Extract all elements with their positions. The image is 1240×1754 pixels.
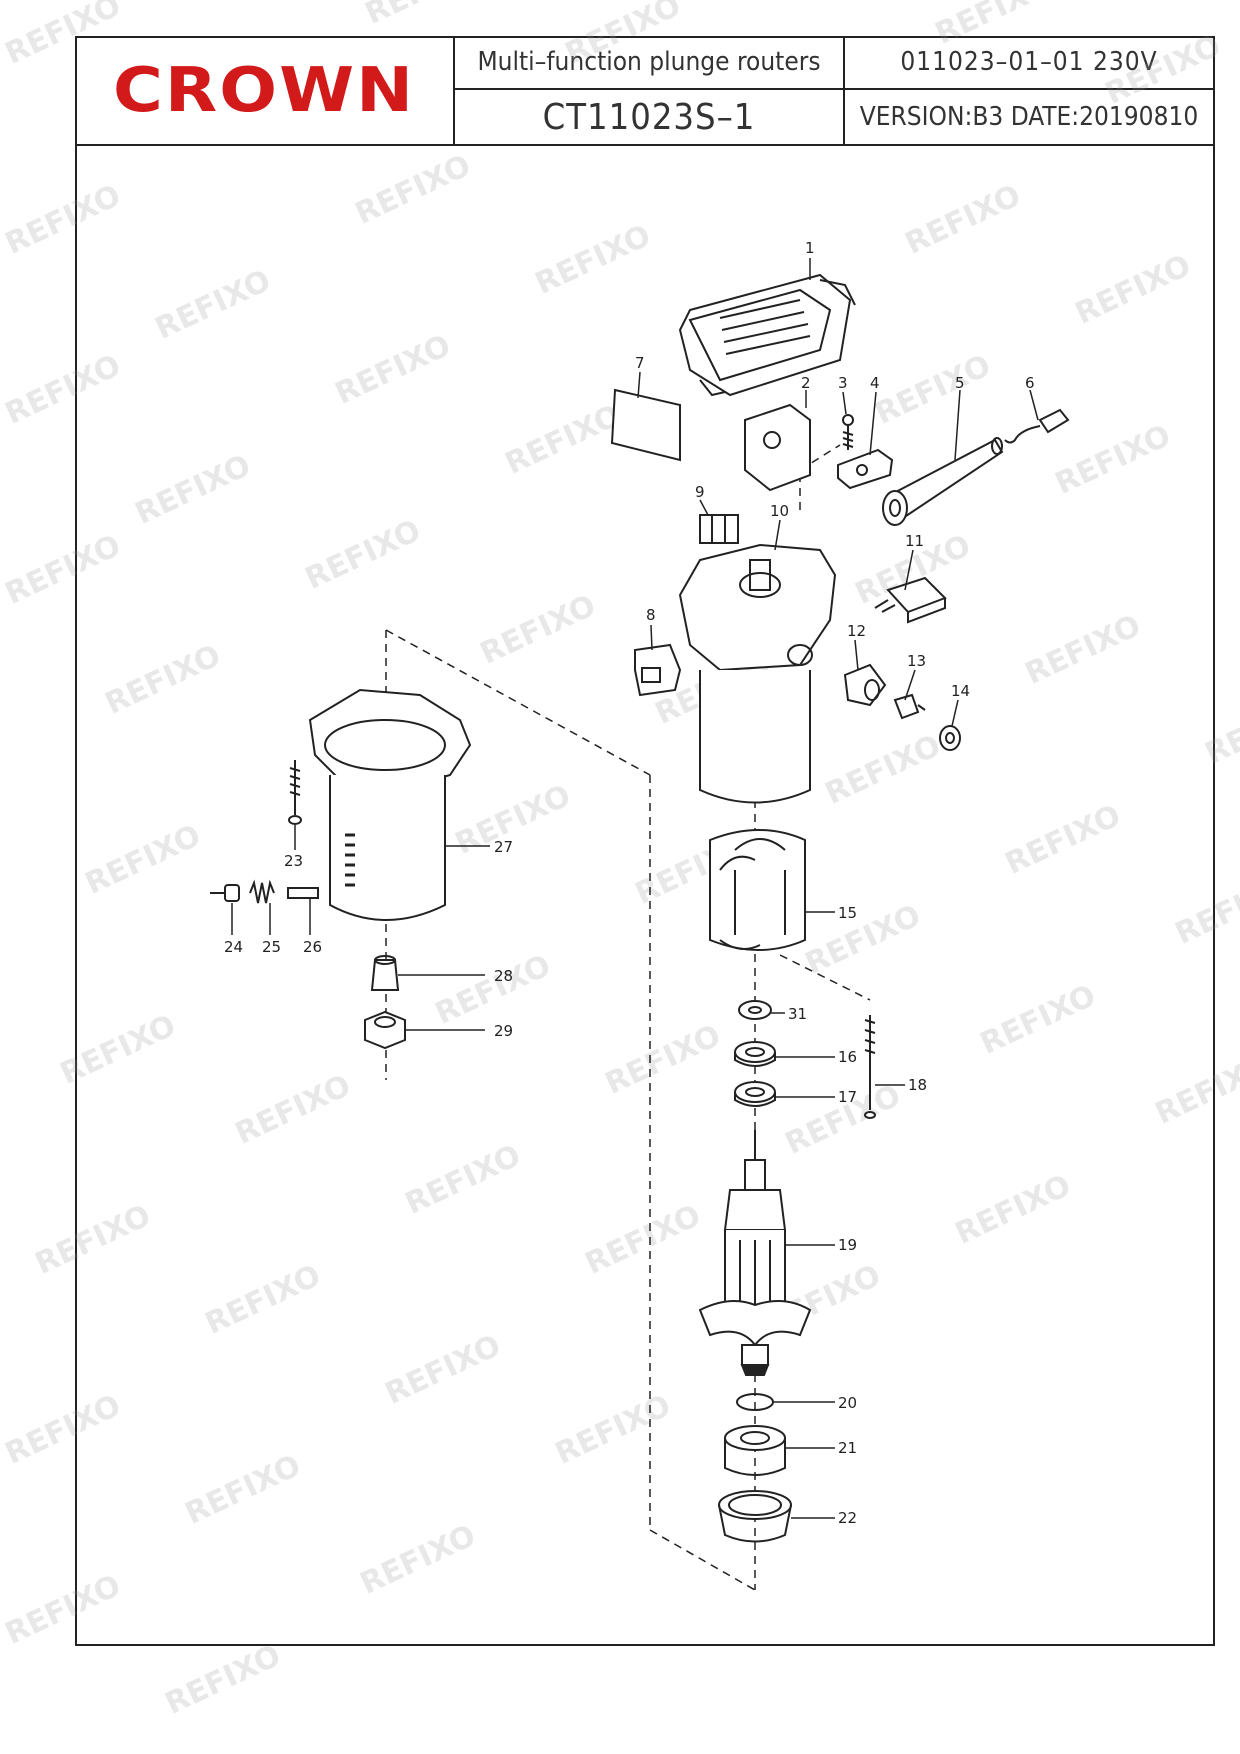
callout-28: 28 — [494, 967, 513, 985]
callout-31: 31 — [788, 1005, 807, 1023]
part-6-cable — [1004, 408, 1070, 444]
callout-9: 9 — [695, 483, 705, 501]
callout-26: 26 — [303, 938, 322, 956]
callout-18: 18 — [908, 1076, 927, 1094]
part-10-motor-housing — [678, 543, 837, 804]
part-1-motor-cover — [678, 273, 856, 397]
depth-scale — [345, 833, 355, 887]
version-date: VERSION:B3 DATE:20190810 — [859, 102, 1199, 132]
callout-19: 19 — [838, 1236, 857, 1254]
callout-7: 7 — [635, 354, 645, 372]
brand-logo: CROWN — [113, 54, 415, 126]
part-9-terminal-block — [699, 514, 739, 544]
part-4-clamp — [837, 448, 894, 490]
callout-11: 11 — [905, 532, 924, 550]
part-25-spring — [249, 879, 275, 904]
callout-labels: 1 2 3 4 5 6 7 8 9 10 11 12 13 14 15 16 1… — [224, 239, 1035, 1527]
callout-12: 12 — [847, 622, 866, 640]
part-22-bearing-cup — [718, 1490, 792, 1543]
callout-23: 23 — [284, 852, 303, 870]
callout-14: 14 — [951, 682, 970, 700]
part-28-collet — [370, 955, 400, 991]
part-23-screw — [288, 760, 302, 825]
part-29-nut — [364, 1010, 406, 1050]
part-18-screw — [864, 1015, 876, 1119]
callout-29: 29 — [494, 1022, 513, 1040]
callout-25: 25 — [262, 938, 281, 956]
brand-logo-cell: CROWN — [75, 36, 455, 144]
part-15-stator — [709, 829, 806, 951]
part-17-bearing — [734, 1081, 776, 1107]
part-24-knob — [210, 884, 240, 902]
title-block: CROWN Multi–function plunge routers CT11… — [75, 36, 1215, 146]
callout-4: 4 — [870, 374, 880, 392]
part-2-bracket — [744, 403, 811, 492]
callout-17: 17 — [838, 1088, 857, 1106]
part-12-brush-holder — [843, 663, 887, 707]
callout-15: 15 — [838, 904, 857, 922]
callout-24: 24 — [224, 938, 243, 956]
part-3-screw — [842, 414, 854, 450]
callout-13: 13 — [907, 652, 926, 670]
part-code: 011023–01–01 230V — [845, 36, 1213, 90]
callout-21: 21 — [838, 1439, 857, 1457]
callout-16: 16 — [838, 1048, 857, 1066]
part-8-switch — [634, 643, 682, 697]
callout-2: 2 — [801, 374, 811, 392]
part-27-base-housing — [308, 688, 472, 921]
part-13-carbon-brush — [893, 693, 926, 720]
part-26-pin — [287, 887, 319, 899]
part-7-label-plate — [610, 388, 681, 462]
part-21-bearing — [724, 1425, 786, 1476]
part-19-armature — [698, 1130, 812, 1376]
callout-27: 27 — [494, 838, 513, 856]
product-description: Multi–function plunge routers — [455, 36, 845, 90]
callout-8: 8 — [646, 606, 656, 624]
callout-22: 22 — [838, 1509, 857, 1527]
leader-lines — [231, 258, 1039, 1519]
callout-6: 6 — [1025, 374, 1035, 392]
part-31-washer — [738, 1000, 772, 1020]
callout-20: 20 — [838, 1394, 857, 1412]
part-14-brush-cap — [939, 725, 961, 751]
part-16-bearing — [734, 1041, 776, 1067]
callout-3: 3 — [838, 374, 848, 392]
model-number: CT11023S–1 — [455, 90, 845, 144]
part-5-cable-sleeve — [882, 437, 1004, 526]
callout-5: 5 — [955, 374, 965, 392]
part-11-capacitor — [874, 576, 947, 624]
callout-10: 10 — [770, 502, 789, 520]
drawing-frame — [75, 36, 1215, 1646]
callout-1: 1 — [805, 239, 815, 257]
